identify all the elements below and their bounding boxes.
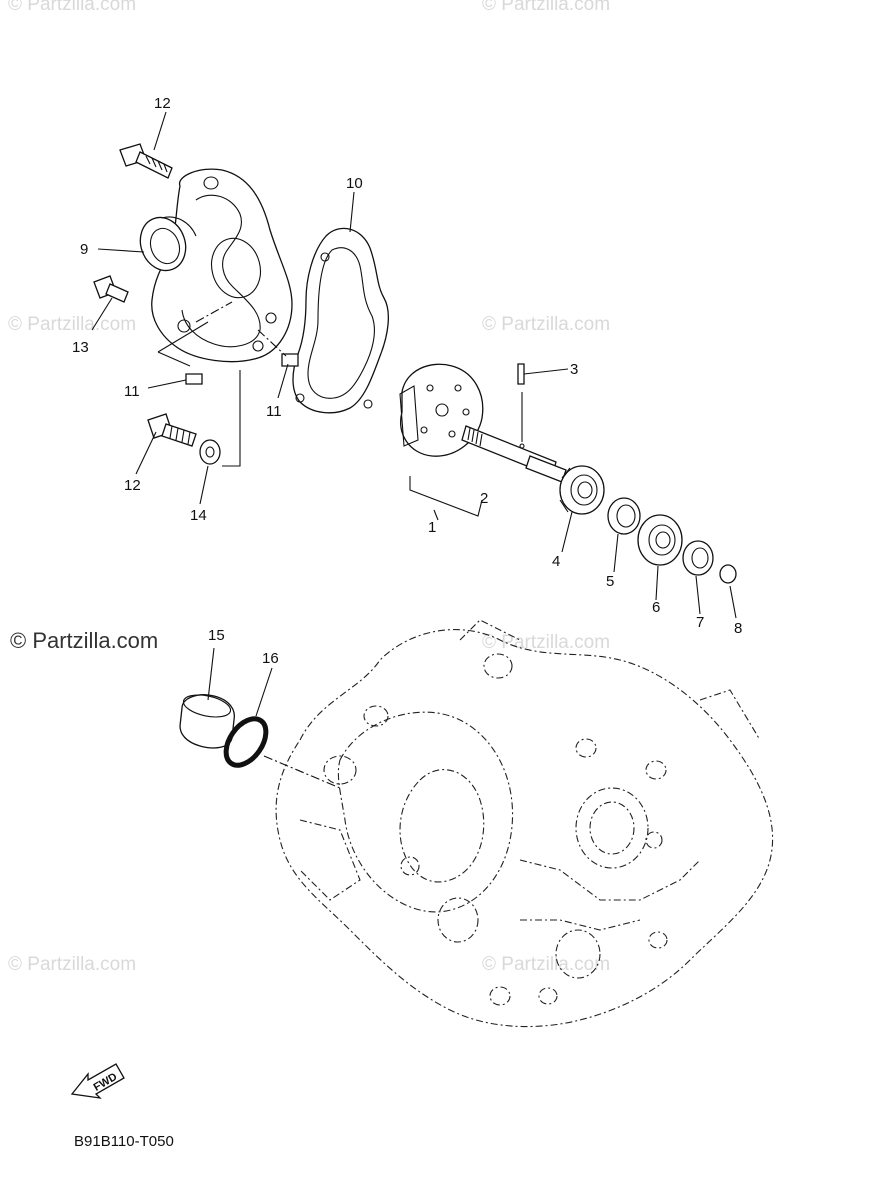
washer-14 <box>199 439 221 465</box>
watermarks: © Partzilla.com © Partzilla.com © Partzi… <box>8 0 610 975</box>
bearing-6 <box>637 514 683 566</box>
callout-5: 5 <box>606 573 614 590</box>
callout-11-left: 11 <box>124 383 140 400</box>
seal-7 <box>682 540 714 576</box>
callout-16: 16 <box>262 650 279 667</box>
callout-1: 1 <box>428 519 436 536</box>
leader-lines <box>91 111 737 717</box>
collar-15 <box>179 694 236 749</box>
callout-12-top: 12 <box>154 95 171 112</box>
callout-9: 9 <box>80 241 88 258</box>
pin-3 <box>517 363 525 385</box>
watermark-top-right: © Partzilla.com <box>482 0 610 15</box>
callout-15: 15 <box>208 627 225 644</box>
seal-5 <box>607 497 641 535</box>
watermark-mid-left: © Partzilla.com <box>8 314 136 335</box>
fwd-label: FWD <box>92 1071 120 1094</box>
callout-13: 13 <box>72 339 89 356</box>
callout-6: 6 <box>652 599 660 616</box>
watermark-top-left: © Partzilla.com <box>8 0 136 15</box>
callout-labels: 1 2 3 4 5 6 7 8 9 10 11 11 12 12 13 14 1… <box>72 95 742 667</box>
dowel-pins-11 <box>185 353 299 385</box>
fwd-arrow-icon: FWD <box>70 1063 125 1099</box>
callout-11-right: 11 <box>266 403 282 420</box>
bolt-12-lower <box>147 413 197 447</box>
circlip-8 <box>719 564 737 584</box>
watermark-low-left: © Partzilla.com <box>8 954 136 975</box>
callout-8: 8 <box>734 620 742 637</box>
impeller-shaft-assembly <box>399 363 567 483</box>
assembly-centerline-o-ring <box>263 755 341 789</box>
diagram-code: B91B110-T050 <box>74 1133 174 1150</box>
assembly-reference-lines <box>157 301 523 467</box>
callout-3: 3 <box>570 361 578 378</box>
watermark-low-right: © Partzilla.com <box>482 954 610 975</box>
watermark-center-right: © Partzilla.com <box>482 632 610 653</box>
water-pump-cover <box>139 168 293 363</box>
callout-2: 2 <box>480 490 488 507</box>
water-pump-gasket <box>292 227 390 414</box>
callout-10: 10 <box>346 175 363 192</box>
bolt-13 <box>93 275 129 303</box>
bolt-12-top <box>119 143 173 179</box>
o-ring-16 <box>223 716 269 768</box>
bearing-4 <box>559 465 605 515</box>
crankcase-outline <box>275 619 774 1028</box>
watermark-center-left: © Partzilla.com <box>10 628 158 653</box>
callout-12-lower: 12 <box>124 477 141 494</box>
callout-7: 7 <box>696 614 704 631</box>
watermark-mid-right: © Partzilla.com <box>482 314 610 335</box>
callout-14: 14 <box>190 507 207 524</box>
callout-4: 4 <box>552 553 560 570</box>
